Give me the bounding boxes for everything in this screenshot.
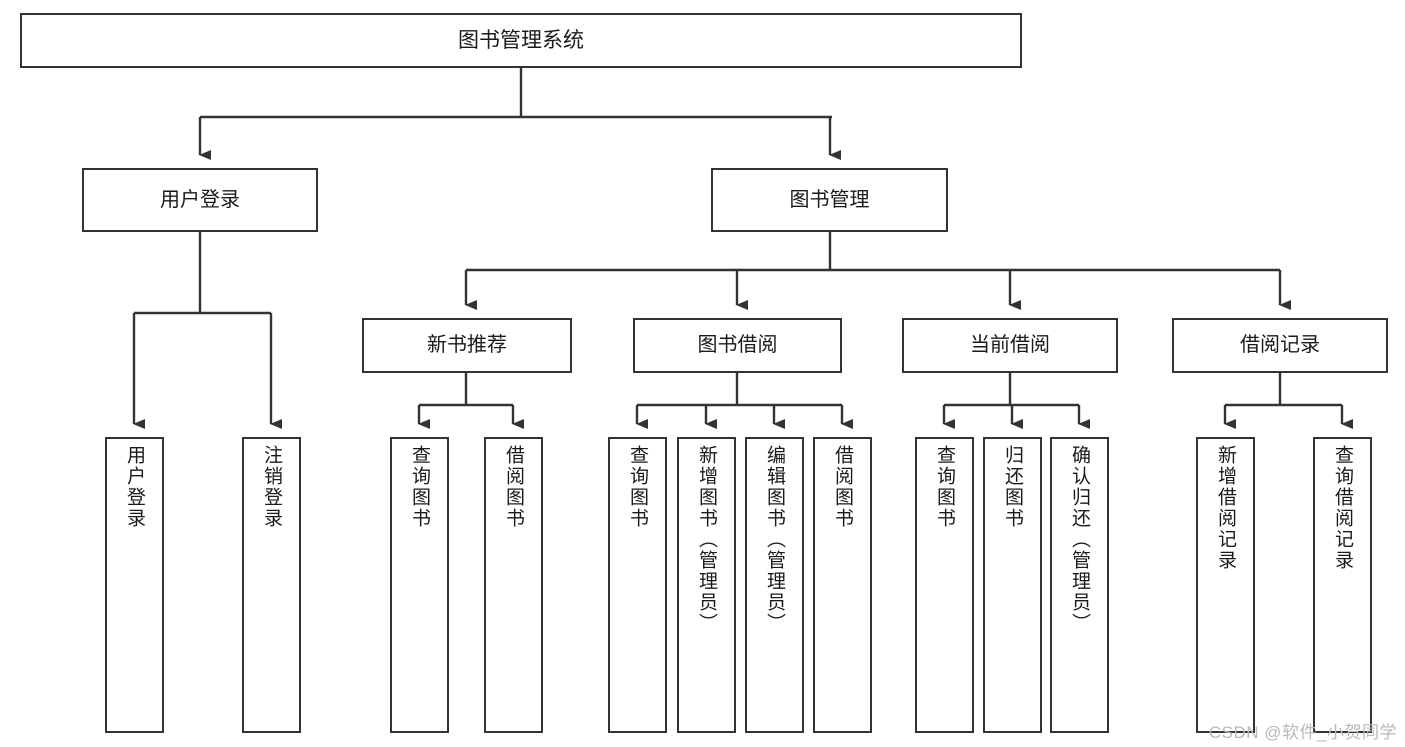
node-leaf-user-login[interactable]: 用户登录	[105, 437, 164, 733]
node-book-borrow[interactable]: 图书借阅	[633, 318, 842, 373]
node-leaf-add-book-admin[interactable]: 新增图书（管理员）	[677, 437, 736, 733]
node-root-system[interactable]: 图书管理系统	[20, 13, 1022, 68]
node-label: 用户登录	[160, 188, 240, 211]
node-label: 图书管理系统	[458, 28, 584, 52]
node-leaf-edit-book-admin[interactable]: 编辑图书（管理员）	[745, 437, 804, 733]
node-leaf-borrow-book-new[interactable]: 借阅图书	[484, 437, 543, 733]
node-label: 借阅图书	[832, 445, 853, 529]
node-label: 借阅图书	[503, 445, 524, 529]
node-leaf-return-book[interactable]: 归还图书	[983, 437, 1042, 733]
node-label: 新增借阅记录	[1215, 445, 1236, 571]
node-leaf-borrow-book[interactable]: 借阅图书	[813, 437, 872, 733]
csdn-watermark: CSDN @软件_小贺同学	[1208, 723, 1397, 742]
node-new-book-recommend[interactable]: 新书推荐	[362, 318, 572, 373]
node-leaf-query-book-current[interactable]: 查询图书	[915, 437, 974, 733]
node-label: 图书借阅	[697, 334, 778, 357]
node-leaf-query-borrow-record[interactable]: 查询借阅记录	[1313, 437, 1372, 733]
node-label: 编辑图书（管理员）	[764, 445, 785, 634]
node-label: 归还图书	[1002, 445, 1023, 529]
node-current-borrow[interactable]: 当前借阅	[902, 318, 1118, 373]
node-label: 当前借阅	[970, 334, 1050, 357]
node-label: 图书管理	[789, 188, 870, 211]
node-book-manage[interactable]: 图书管理	[711, 168, 948, 232]
node-leaf-confirm-return[interactable]: 确认归还（管理员）	[1050, 437, 1109, 733]
node-label: 查询图书	[409, 445, 430, 529]
node-label: 确认归还（管理员）	[1069, 445, 1090, 634]
node-label: 查询图书	[934, 445, 955, 529]
node-label: 查询图书	[627, 445, 648, 529]
node-leaf-query-book-new[interactable]: 查询图书	[390, 437, 449, 733]
node-borrow-record[interactable]: 借阅记录	[1172, 318, 1388, 373]
node-leaf-user-logout[interactable]: 注销登录	[242, 437, 301, 733]
node-user-login[interactable]: 用户登录	[82, 168, 318, 232]
node-label: 借阅记录	[1240, 334, 1320, 357]
node-label: 新增图书（管理员）	[696, 445, 717, 634]
node-leaf-add-borrow-record[interactable]: 新增借阅记录	[1196, 437, 1255, 733]
node-label: 查询借阅记录	[1332, 445, 1353, 571]
node-label: 新书推荐	[427, 334, 507, 357]
node-label: 用户登录	[124, 445, 145, 529]
node-leaf-query-book-borrow[interactable]: 查询图书	[608, 437, 667, 733]
node-label: 注销登录	[261, 445, 282, 529]
